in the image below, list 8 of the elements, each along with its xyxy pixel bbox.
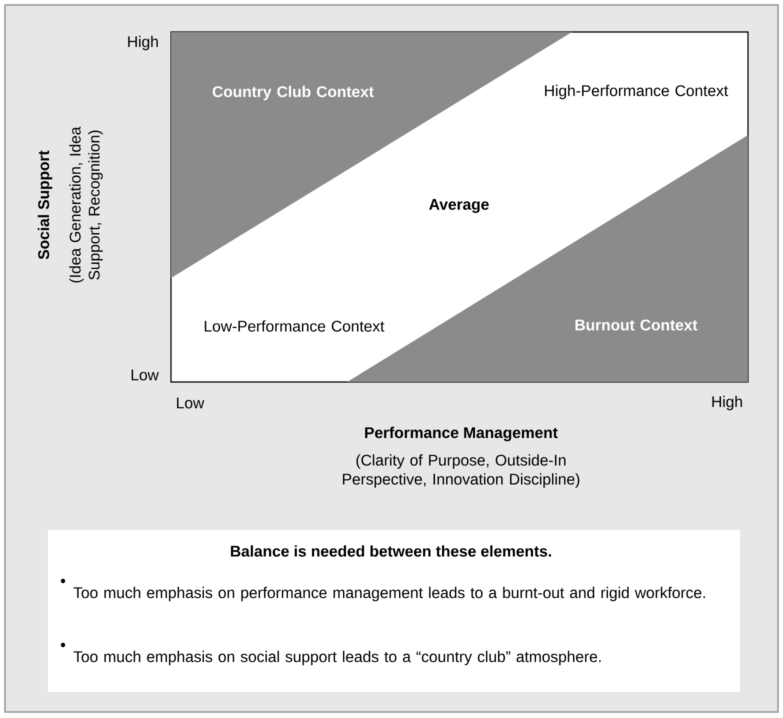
axis-title: Performance Management (365, 426, 558, 442)
note-box: Balance is needed between these elements. Too much emphasis on performance management leads to a burnt-out and rigid workforce. Too much emphasis on social support leads to a “country club” atmosphere. (48, 530, 740, 692)
axis-tick-label: Low (177, 398, 204, 408)
region-label: Average (429, 199, 489, 213)
axis-subtitle: (Clarity of Purpose, Outside-In Perspective, Innovation Discipline) (342, 454, 580, 488)
axis-tick-label: Low (132, 370, 159, 380)
axis-title: Social Support (38, 150, 52, 260)
axis-subtitle: (Idea Generation, Idea Support, Recognition) (69, 126, 103, 282)
